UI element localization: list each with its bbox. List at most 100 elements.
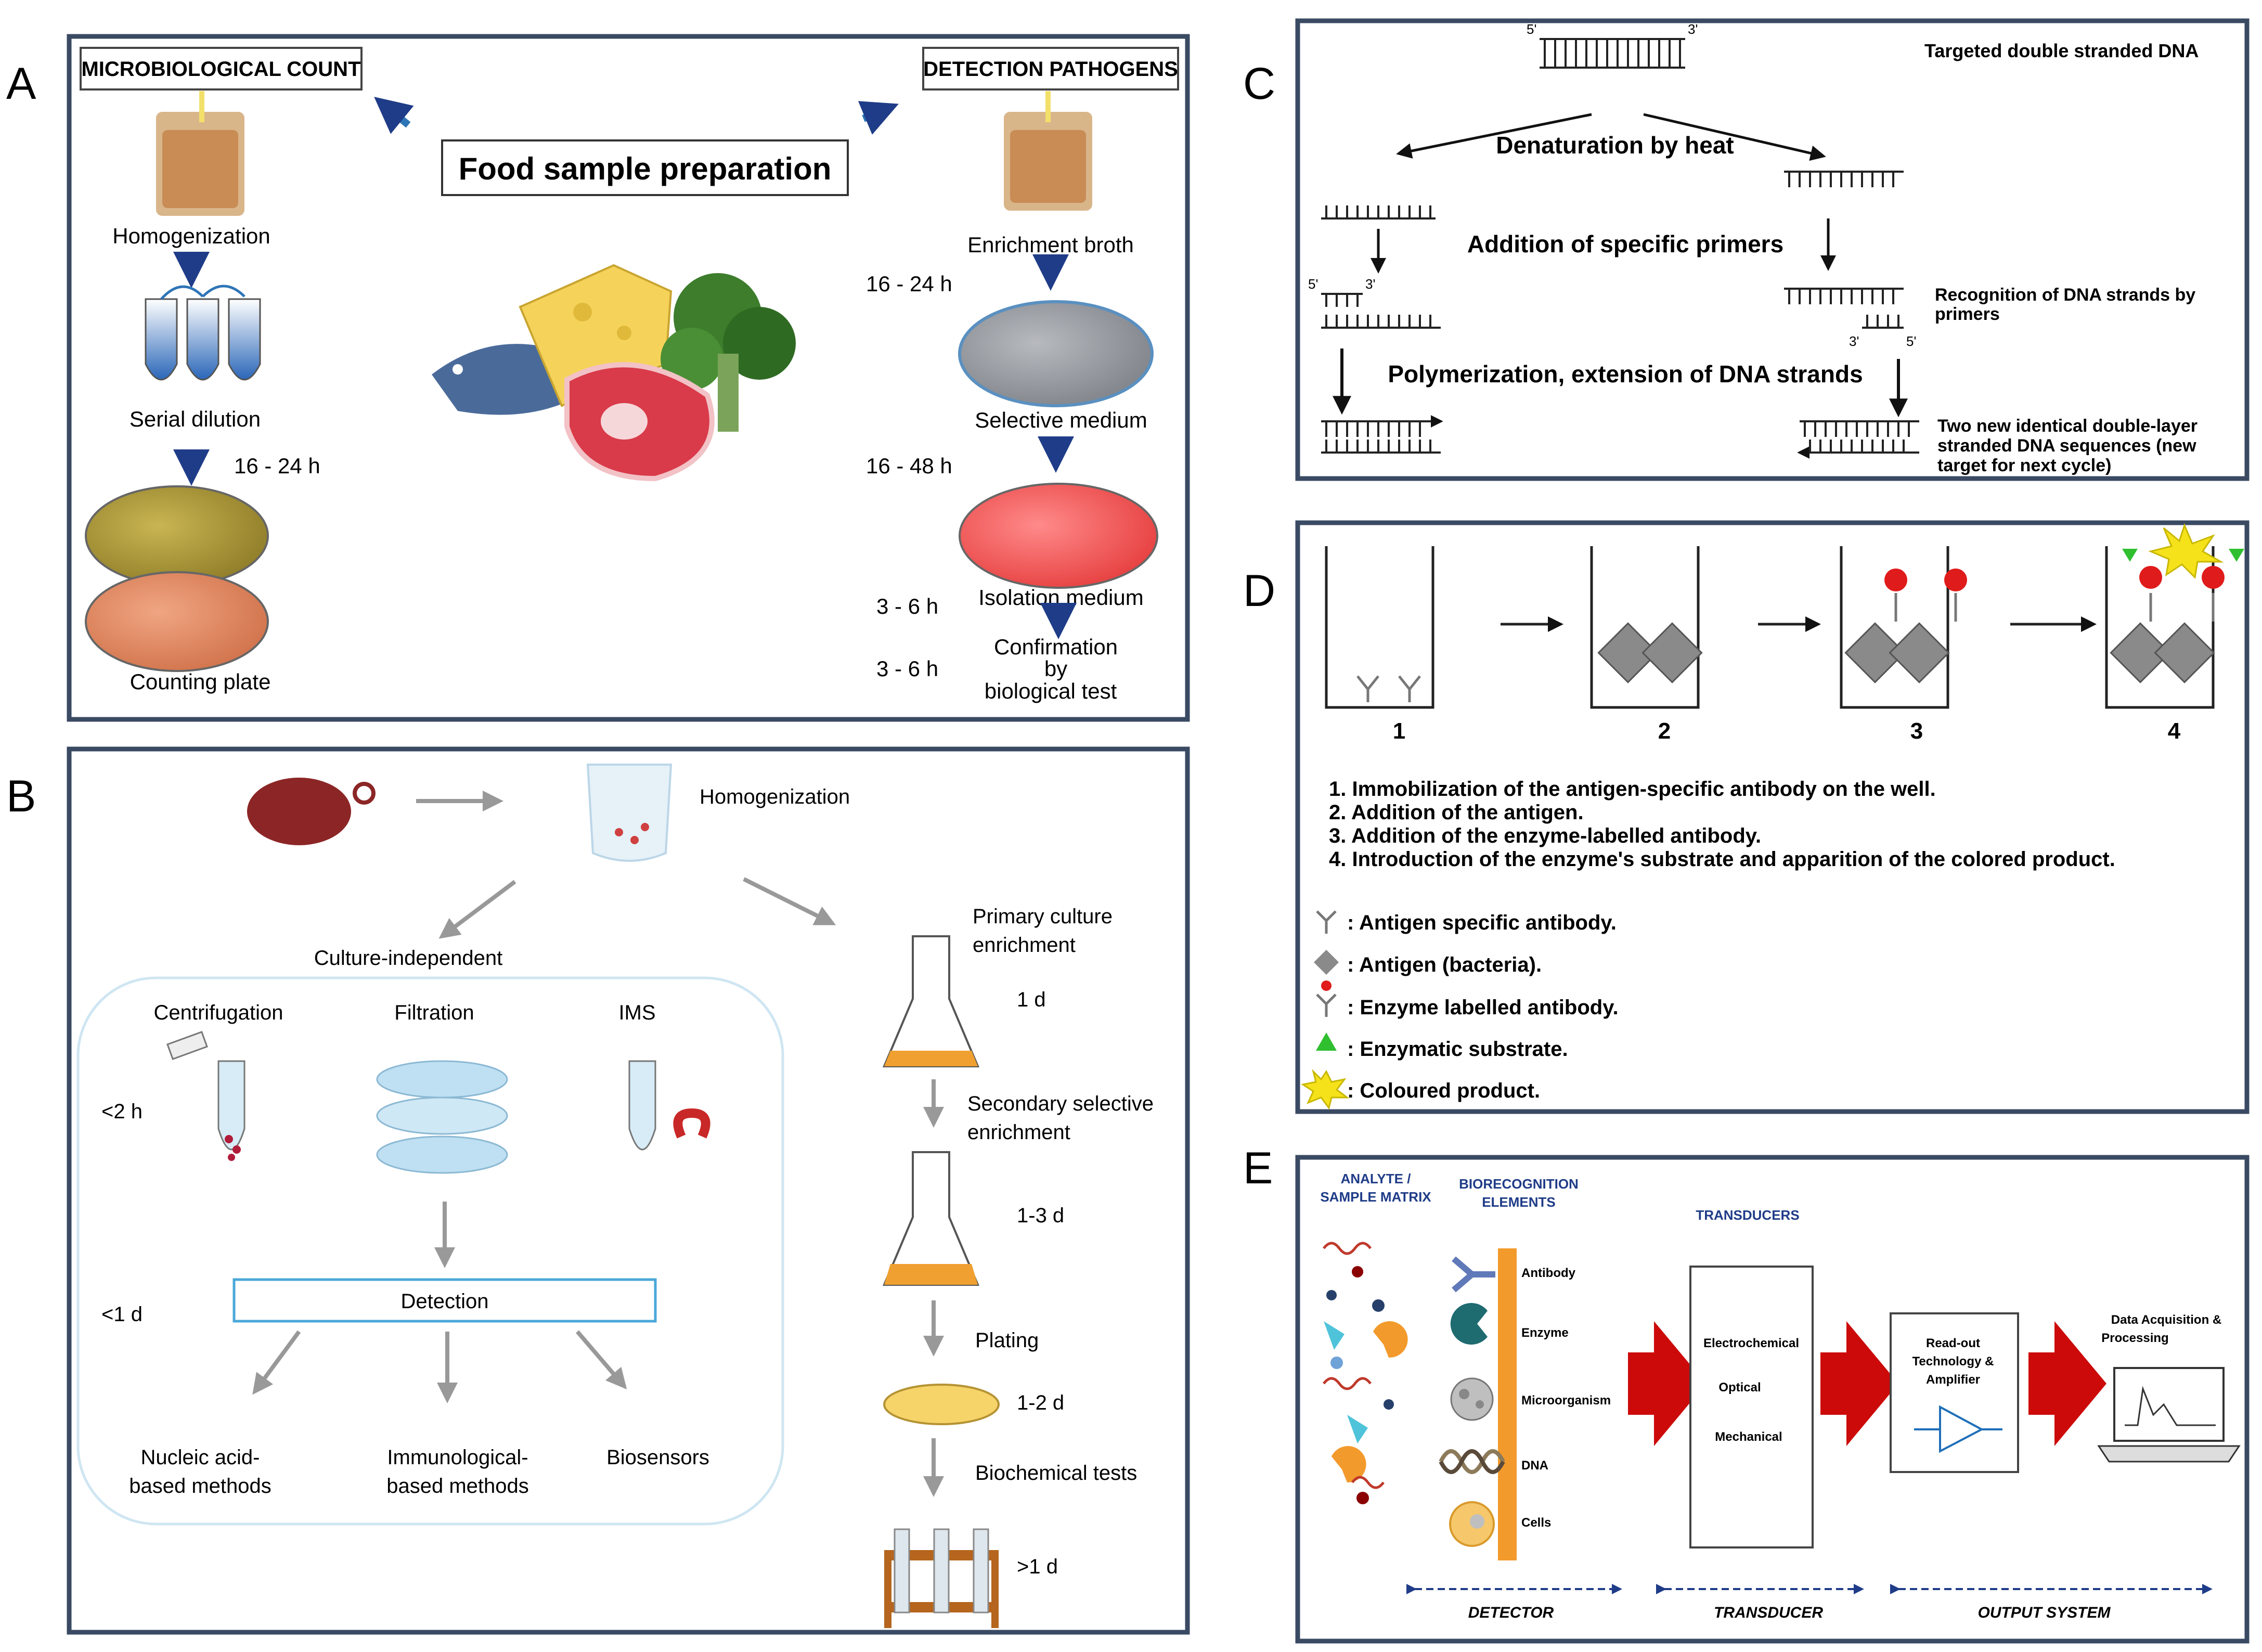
food-sample-title-box bbox=[441, 139, 849, 196]
analyte-header-1: ANALYTE / bbox=[1341, 1171, 1411, 1186]
legend-product-icon bbox=[1301, 1069, 1350, 1110]
time-1-2d: 1-2 d bbox=[1017, 1391, 1064, 1414]
biosensors-label: Biosensors bbox=[606, 1446, 709, 1469]
data-acquisition-2: Processing bbox=[2101, 1331, 2168, 1345]
element-enzyme: Enzyme bbox=[1521, 1326, 1569, 1340]
confirmation-line-3: biological test bbox=[985, 679, 1117, 703]
biochemical-tests-label: Biochemical tests bbox=[975, 1462, 1137, 1485]
amplifier-symbol bbox=[1914, 1405, 2002, 1453]
panel-e: ANALYTE / SAMPLE MATRIX BIORECOGNITION E… bbox=[1295, 1155, 2250, 1644]
time-lt-2h: <2 h bbox=[101, 1100, 143, 1123]
homogenization-label: Homogenization bbox=[112, 224, 270, 248]
time-1-3d: 1-3 d bbox=[1017, 1204, 1064, 1227]
immuno-label-1: Immunological- bbox=[387, 1446, 528, 1469]
serial-dilution-tubes-icon bbox=[145, 285, 261, 381]
well-2 bbox=[1590, 546, 1703, 709]
extended-strand-left bbox=[1321, 415, 1443, 454]
isolation-plate bbox=[959, 483, 1158, 589]
c-three-prime-3: 3' bbox=[1849, 333, 1859, 349]
element-microorganism: Microorganism bbox=[1521, 1393, 1611, 1408]
dna-icon bbox=[1439, 1449, 1505, 1474]
detection-pathogens-header-box bbox=[922, 47, 1179, 91]
target-dna-strand bbox=[1540, 38, 1685, 69]
homogenization-b-label: Homogenization bbox=[700, 785, 850, 808]
transducers-header: TRANSDUCERS bbox=[1696, 1207, 1799, 1223]
sample-matrix-icons bbox=[1323, 1242, 1408, 1504]
extended-strand-right bbox=[1797, 420, 1919, 459]
denaturation-label: Denaturation by heat bbox=[1496, 132, 1734, 159]
time-1d: 1 d bbox=[1017, 988, 1046, 1011]
output-system-label: OUTPUT SYSTEM bbox=[1977, 1604, 2111, 1621]
elisa-step-3: 3. Addition of the enzyme-labelled antib… bbox=[1329, 824, 1761, 847]
culture-independent-label: Culture-independent bbox=[314, 947, 502, 970]
centrifugation-label: Centrifugation bbox=[153, 1001, 283, 1024]
data-acquisition-1: Data Acquisition & bbox=[2111, 1313, 2221, 1327]
panel-letter-a: A bbox=[6, 59, 36, 109]
recognition-label-1: Recognition of DNA strands by bbox=[1935, 285, 2195, 305]
legend-antigen: : Antigen (bacteria). bbox=[1347, 953, 1542, 976]
c-three-prime-2: 3' bbox=[1365, 276, 1375, 292]
confirmation-line-2: by bbox=[1044, 656, 1067, 681]
transducer-box bbox=[1689, 1266, 1814, 1548]
time-gt-1d: >1 d bbox=[1017, 1555, 1058, 1578]
recognition-bar bbox=[1498, 1248, 1517, 1560]
well-label-2: 2 bbox=[1658, 718, 1671, 744]
new-target-label-3: target for next cycle) bbox=[1937, 456, 2111, 475]
primer-strand-left bbox=[1321, 293, 1441, 329]
chevron-3 bbox=[2028, 1321, 2106, 1446]
panel-letter-e: E bbox=[1243, 1143, 1273, 1193]
legend-product: : Coloured product. bbox=[1347, 1079, 1540, 1102]
single-strand-right bbox=[1784, 171, 1904, 187]
readout-label-1: Read-out bbox=[1926, 1336, 1980, 1350]
counting-plate-label: Counting plate bbox=[130, 669, 271, 694]
ims-label: IMS bbox=[618, 1001, 655, 1024]
cells-icon bbox=[1449, 1501, 1495, 1547]
well-1 bbox=[1325, 546, 1434, 709]
primary-culture-2: enrichment bbox=[973, 934, 1076, 957]
panel-d: 1 2 3 4 1. Immobilization of the antigen… bbox=[1295, 520, 2250, 1114]
arrow-b-nucleic bbox=[252, 1330, 301, 1395]
elisa-step-2: 2. Addition of the antigen. bbox=[1329, 801, 1584, 824]
polymerization-label: Polymerization, extension of DNA strands bbox=[1388, 360, 1863, 388]
panel-a: MICROBIOLOGICAL COUNT DETECTION PATHOGEN… bbox=[67, 34, 1190, 722]
test-tube-rack-icon bbox=[884, 1528, 999, 1628]
chevron-1 bbox=[1628, 1321, 1706, 1446]
element-cells: Cells bbox=[1521, 1516, 1551, 1530]
new-target-label-2: stranded DNA sequences (new bbox=[1937, 436, 2196, 456]
recognition-label-2: primers bbox=[1935, 304, 2000, 324]
centrifuge-tube-icon bbox=[166, 1031, 245, 1161]
well-label-1: 1 bbox=[1393, 718, 1405, 744]
well-3 bbox=[1840, 546, 1967, 709]
laptop-icon bbox=[2097, 1367, 2241, 1463]
right-time-1: 16 - 24 h bbox=[866, 272, 952, 296]
confirmation-line-1: Confirmation bbox=[994, 635, 1118, 659]
right-time-3: 3 - 6 h bbox=[876, 594, 938, 618]
detection-label: Detection bbox=[401, 1290, 489, 1313]
salmon-plate bbox=[85, 571, 269, 672]
left-incubation-time: 16 - 24 h bbox=[234, 454, 320, 478]
culture-independent-box bbox=[76, 976, 784, 1526]
legend-enzyme-antibody: : Enzyme labelled antibody. bbox=[1347, 996, 1619, 1019]
primers-label: Addition of specific primers bbox=[1467, 230, 1783, 257]
isolation-medium-label: Isolation medium bbox=[978, 585, 1143, 610]
chicken-icon bbox=[247, 778, 376, 845]
homogenization-bag-icon bbox=[156, 91, 244, 216]
arrow-b-right bbox=[743, 877, 836, 925]
c-five-prime-2: 5' bbox=[1308, 276, 1318, 292]
arrow-b-left bbox=[438, 880, 516, 939]
readout-label-3: Amplifier bbox=[1926, 1373, 1980, 1387]
c-five-prime-1: 5' bbox=[1527, 21, 1536, 37]
panel-c-frame bbox=[1295, 18, 2250, 481]
filtration-membranes-icon bbox=[376, 1060, 508, 1174]
selective-plate bbox=[958, 300, 1154, 407]
nucleic-label-2: based methods bbox=[129, 1475, 272, 1498]
elisa-step-1: 1. Immobilization of the antigen-specifi… bbox=[1329, 778, 1936, 801]
bio-header-1: BIORECOGNITION bbox=[1459, 1176, 1579, 1192]
arrow-b-biosensors bbox=[575, 1330, 627, 1390]
legend-antibody-icon bbox=[1316, 910, 1337, 934]
right-time-4: 3 - 6 h bbox=[876, 656, 938, 681]
well-4 bbox=[2105, 523, 2244, 709]
primer-strand-right bbox=[1784, 288, 1904, 329]
selective-medium-label: Selective medium bbox=[975, 408, 1147, 432]
